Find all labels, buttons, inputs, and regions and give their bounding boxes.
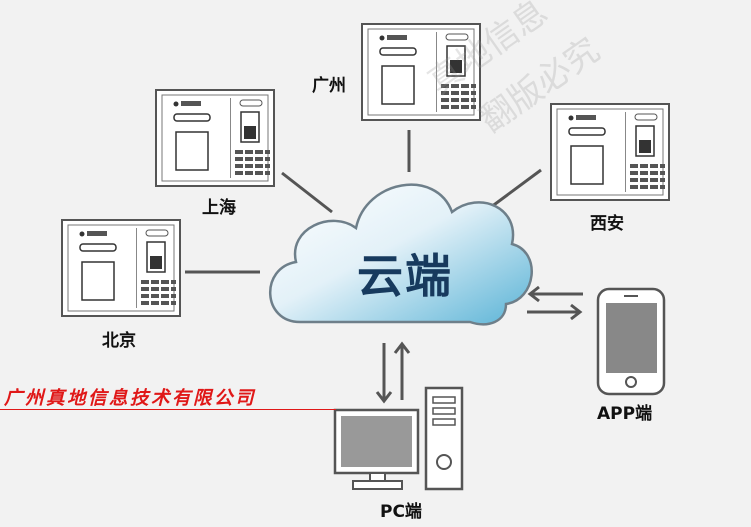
label-beijing: 北京 [102,331,136,351]
label-guangzhou: 广州 [312,76,346,96]
terminal-beijing [61,219,181,317]
label-xian: 西安 [590,214,624,234]
label-app: APP端 [597,404,653,424]
cloud-shape [269,183,533,326]
pc-icon [333,386,464,491]
cloud-label: 云端 [357,249,453,303]
connector-shanghai [281,171,333,214]
terminal-shanghai [155,89,275,187]
phone-icon [596,287,666,396]
connector-xian [486,168,542,212]
company-name: 广州真地信息技术有限公司 [4,388,257,409]
company-underline [0,409,336,410]
label-shanghai: 上海 [202,198,236,218]
terminal-xian [550,103,670,201]
label-pc: PC端 [380,502,422,522]
app-arrows [527,285,583,321]
pc-arrows [375,341,411,404]
